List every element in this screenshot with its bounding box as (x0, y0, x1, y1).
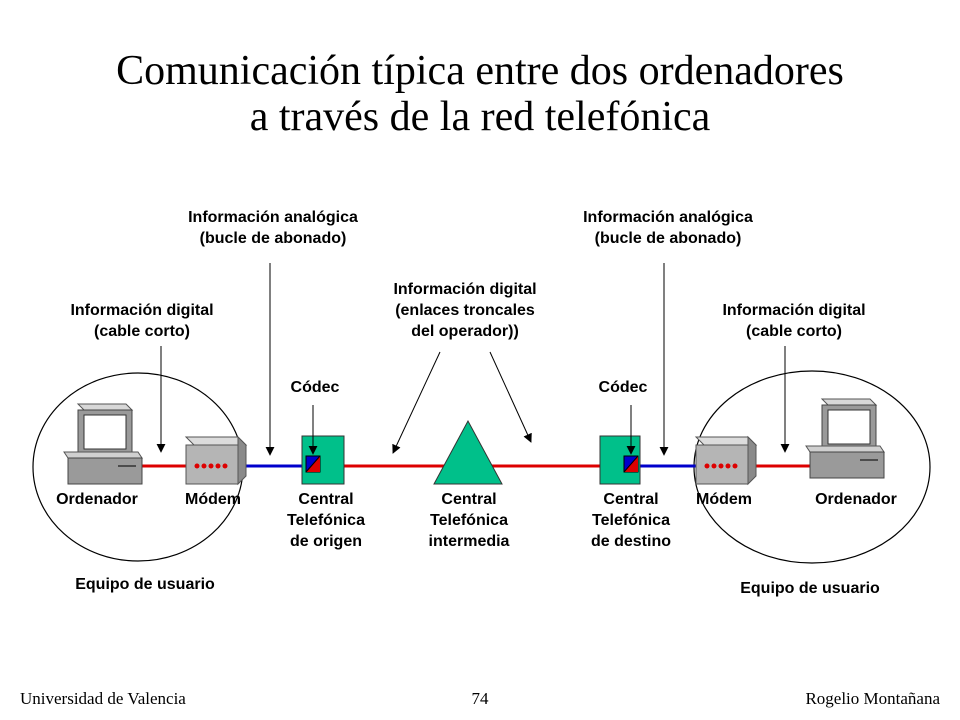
group-label-user-left: Equipo de usuario (75, 576, 215, 593)
label-analog-left: Información analógica (bucle de abonado) (188, 207, 358, 249)
label-digital-trunk-line2: (enlaces troncales (395, 302, 535, 319)
footer-institution: Universidad de Valencia (20, 689, 186, 708)
node-label-computer-right: Ordenador (815, 491, 897, 508)
codec-left-icon (305, 455, 321, 473)
node-label-central-destination: Central Telefónica de destino (591, 489, 671, 552)
node-label-central-intermediate-line1: Central (441, 491, 497, 508)
label-digital-trunk-line3: del operador)) (411, 323, 519, 340)
label-digital-short-right-line2: (cable corto) (745, 323, 842, 340)
modem-right-icon (694, 435, 758, 486)
node-label-central-destination-line1: Central (603, 491, 659, 508)
node-label-central-origin-line1: Central (298, 491, 354, 508)
label-analog-left-line2: (bucle de abonado) (199, 230, 347, 247)
node-label-computer-left: Ordenador (56, 491, 138, 508)
node-label-central-destination-line3: de destino (590, 533, 672, 550)
node-label-central-origin-line3: de origen (289, 533, 363, 550)
node-label-central-origin: Central Telefónica de origen (287, 489, 365, 552)
codec-right-icon (623, 455, 639, 473)
label-digital-short-left-line2: (cable corto) (93, 323, 190, 340)
footer-author: Rogelio Montañana (805, 689, 940, 708)
label-digital-short-left: Información digital (cable corto) (70, 300, 213, 342)
computer-right-icon (805, 398, 885, 479)
label-digital-short-right-line1: Información digital (722, 302, 866, 319)
computer-left-icon (63, 403, 143, 485)
slide-title: Comunicación típica entre dos ordenadore… (0, 48, 960, 140)
label-analog-right-line1: Información analógica (583, 209, 753, 226)
title-line-1: Comunicación típica entre dos ordenadore… (116, 48, 844, 94)
label-analog-right-line2: (bucle de abonado) (594, 230, 742, 247)
label-digital-trunk: Información digital (enlaces troncales d… (393, 279, 536, 342)
node-label-central-destination-line2: Telefónica (592, 512, 670, 529)
node-label-modem-right: Módem (696, 491, 752, 508)
arrow-trunk-right (489, 351, 532, 443)
node-label-modem-left: Módem (185, 491, 241, 508)
central-intermediate-triangle (433, 419, 503, 485)
label-analog-right: Información analógica (bucle de abonado) (583, 207, 753, 249)
title-line-2: a través de la red telefónica (249, 94, 711, 140)
footer-page-number: 74 (471, 689, 489, 708)
node-label-central-intermediate-line2: Telefónica (430, 512, 508, 529)
label-digital-short-left-line1: Información digital (70, 302, 214, 319)
group-label-user-right: Equipo de usuario (740, 580, 880, 597)
label-codec-right: Códec (598, 379, 648, 396)
label-digital-short-right: Información digital (cable corto) (722, 300, 865, 342)
node-label-central-origin-line2: Telefónica (287, 512, 365, 529)
label-codec-left: Códec (290, 379, 340, 396)
modem-left-icon (184, 435, 248, 486)
node-label-central-intermediate: Central Telefónica intermedia (429, 489, 510, 552)
arrow-trunk-left (392, 351, 441, 454)
label-digital-trunk-line1: Información digital (393, 281, 537, 298)
label-analog-left-line1: Información analógica (188, 209, 358, 226)
node-label-central-intermediate-line3: intermedia (428, 533, 510, 550)
